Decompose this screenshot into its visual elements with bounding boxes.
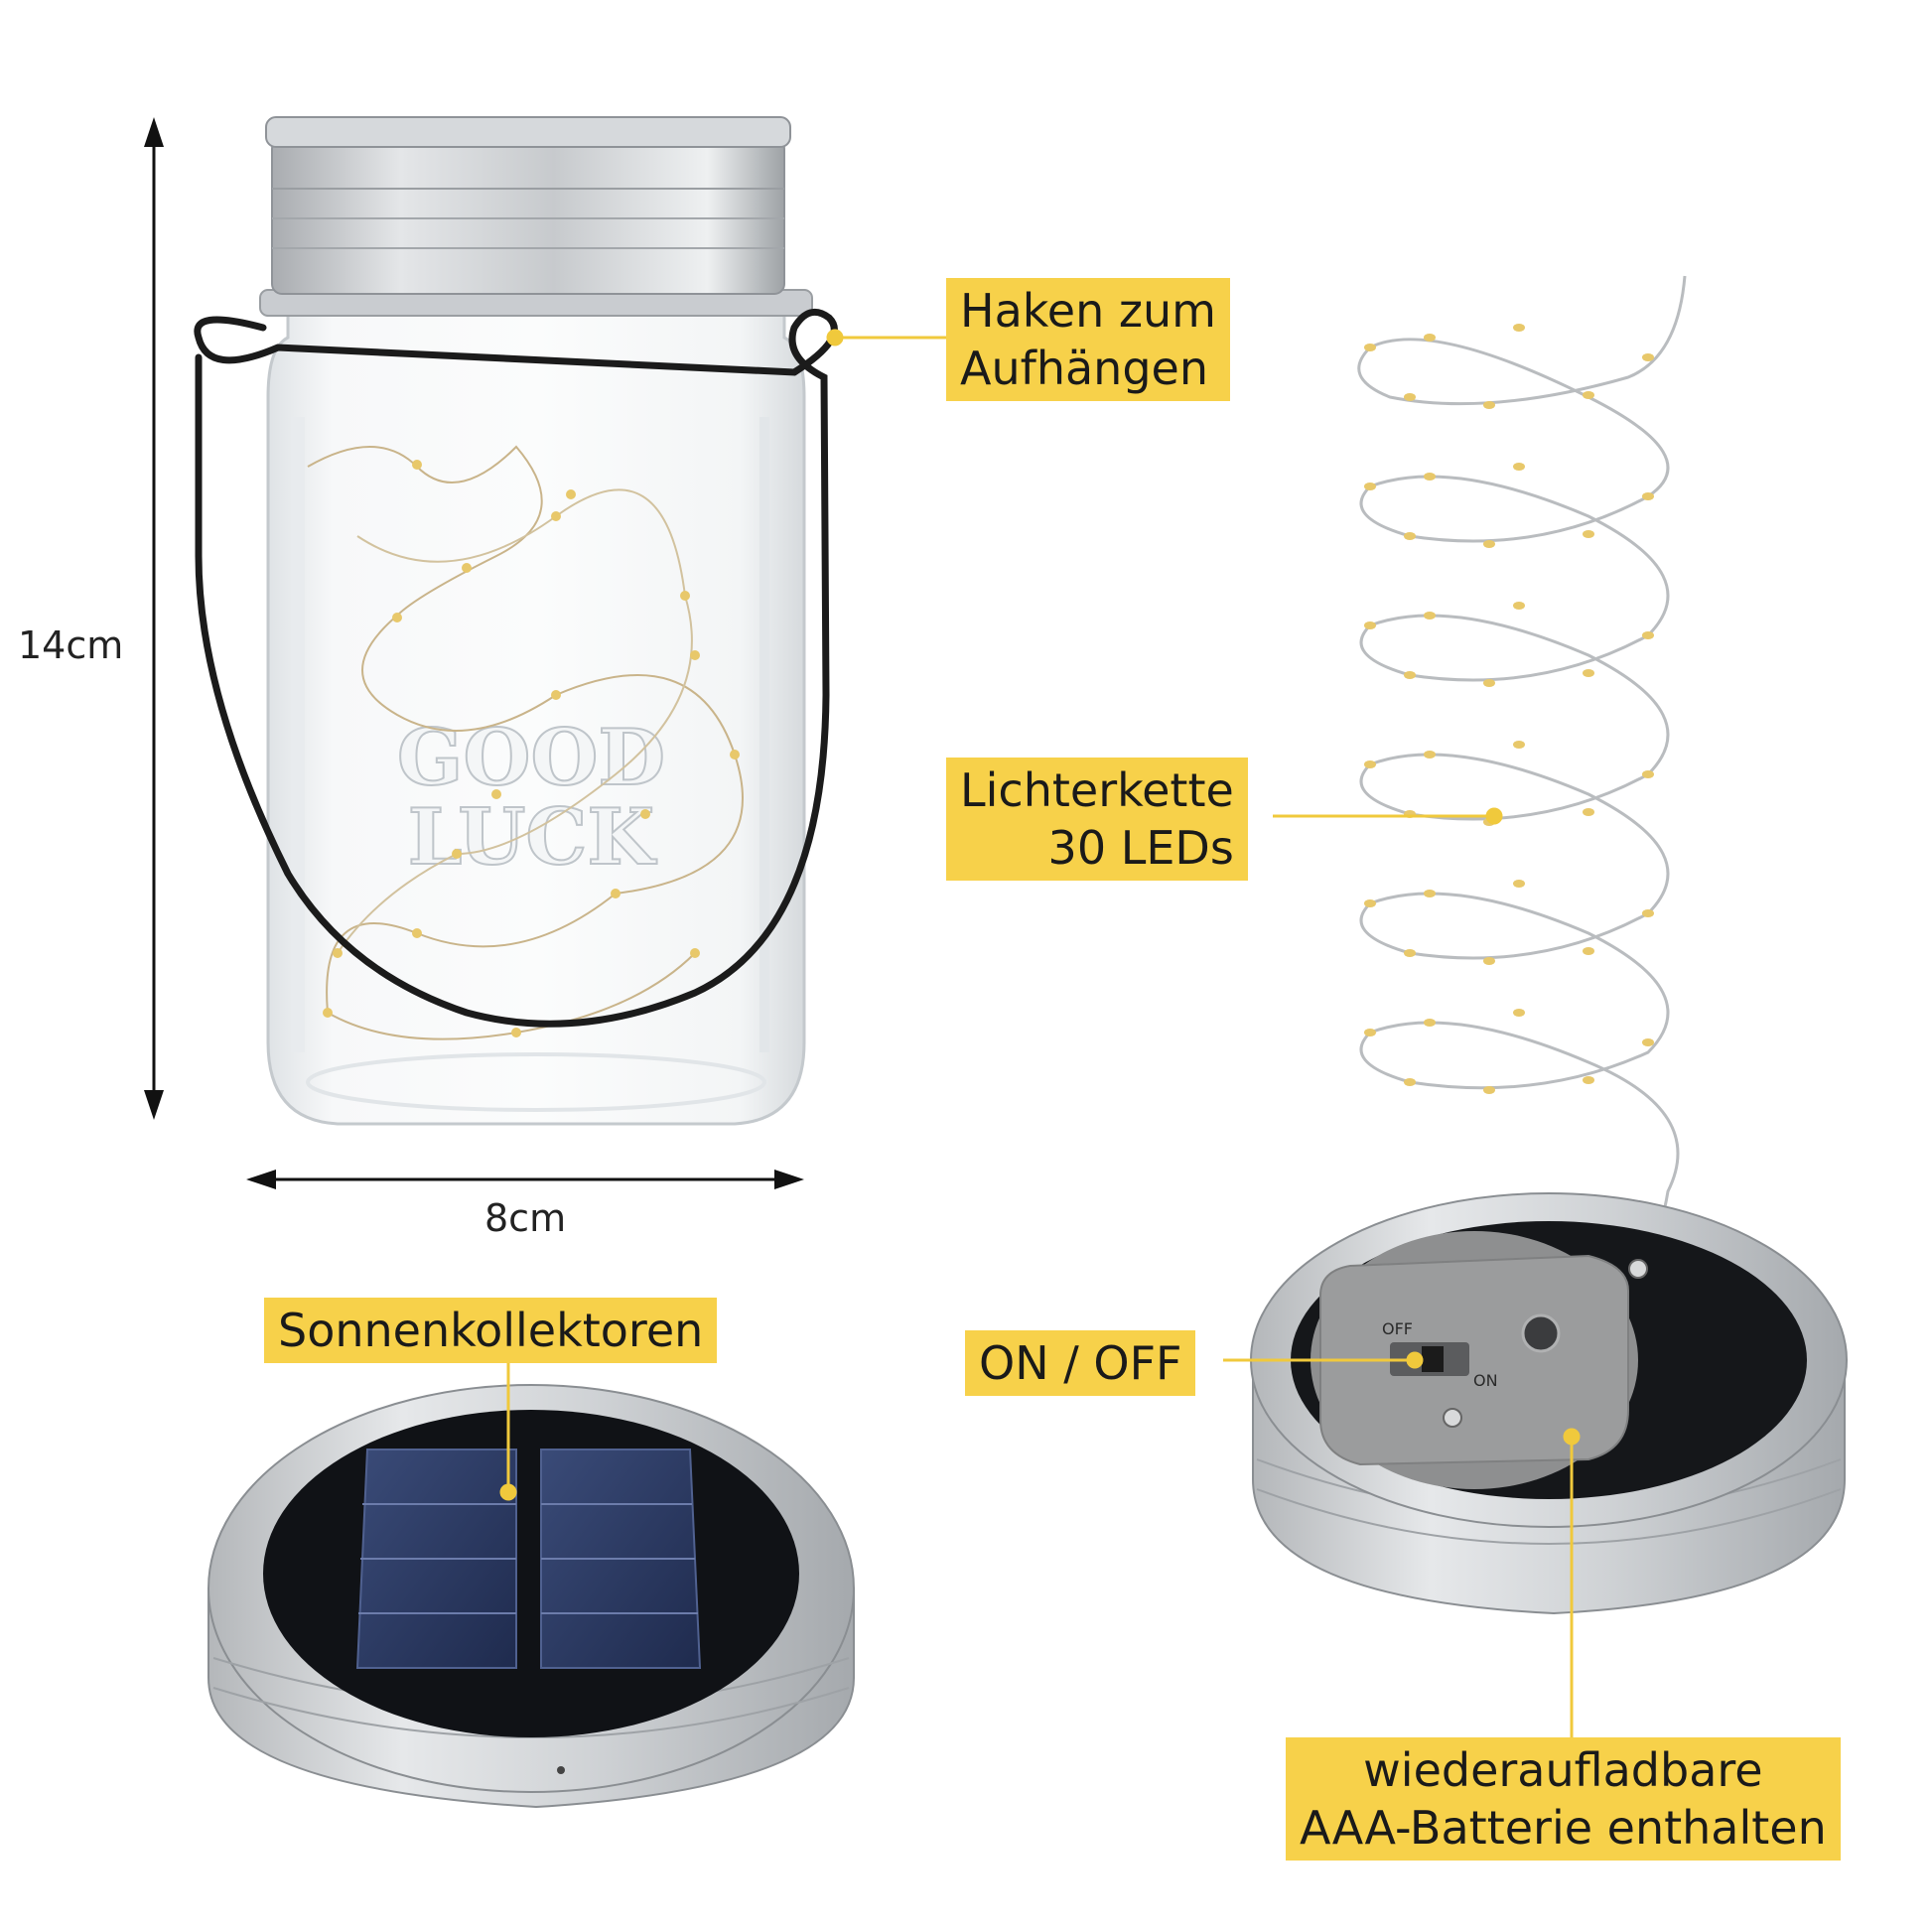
battery-lid: OFF ON	[1250, 1192, 1848, 1615]
led-dot	[1483, 1086, 1495, 1094]
battery-label-line1: wiederaufladbare	[1363, 1743, 1763, 1797]
led-dot	[690, 948, 700, 958]
hook-label-line1: Haken zum	[960, 284, 1216, 338]
solar-label-text: Sonnenkollektoren	[278, 1304, 704, 1357]
led-dot	[1583, 530, 1594, 538]
led-dot	[1424, 612, 1436, 620]
led-dot	[323, 1008, 333, 1018]
led-dot	[1483, 679, 1495, 687]
led-dot	[1513, 463, 1525, 471]
led-dot	[1424, 751, 1436, 759]
led-dot	[1404, 671, 1416, 679]
led-dot	[1483, 401, 1495, 409]
led-dot	[730, 750, 740, 759]
led-dot	[611, 889, 621, 898]
led-dot	[1513, 741, 1525, 749]
width-dimension-label: 8cm	[484, 1196, 567, 1240]
led-dot	[511, 1028, 521, 1037]
solar-lid	[207, 1384, 855, 1809]
jar-embossing-luck: LUCK	[408, 792, 658, 883]
led-dot	[1404, 1078, 1416, 1086]
led-dot	[551, 511, 561, 521]
led-dot	[1364, 483, 1376, 490]
led-dot	[1364, 1029, 1376, 1036]
led-dot	[1424, 890, 1436, 897]
led-dot	[1364, 621, 1376, 629]
led-dot	[1642, 631, 1654, 639]
fairy-light-string	[1357, 275, 1687, 1332]
jar-embossing-good: GOOD	[397, 713, 665, 803]
led-dot	[1483, 540, 1495, 548]
hook-label-line2: Aufhängen	[960, 342, 1208, 395]
led-dot	[333, 948, 343, 958]
height-dimension-label: 14cm	[18, 623, 124, 667]
led-dot	[452, 849, 462, 859]
battery-label-line2: AAA-Batterie enthalten	[1300, 1801, 1827, 1855]
led-dot	[1642, 1038, 1654, 1046]
mason-jar: GOOD LUCK	[194, 116, 838, 1126]
led-dot	[1364, 344, 1376, 351]
string-lights-label-line1: Lichterkette	[960, 763, 1234, 817]
switch-on-marking: ON	[1473, 1371, 1498, 1390]
battery-label: wiederaufladbare AAA-Batterie enthalten	[1286, 1737, 1841, 1861]
led-dot	[412, 928, 422, 938]
hook-label: Haken zum Aufhängen	[946, 278, 1230, 401]
led-dot	[1583, 808, 1594, 816]
string-lights-label: Lichterkette 30 LEDs	[946, 758, 1248, 881]
led-dot	[1424, 1019, 1436, 1027]
jar-leds	[323, 460, 740, 1037]
led-dot	[1583, 947, 1594, 955]
led-dot	[1583, 669, 1594, 677]
led-dot	[412, 460, 422, 470]
spiral-leds	[1364, 324, 1654, 1094]
led-dot	[680, 591, 690, 601]
on-off-switch[interactable]: OFF ON	[1382, 1319, 1498, 1390]
led-dot	[1513, 1009, 1525, 1017]
switch-off-marking: OFF	[1382, 1319, 1413, 1338]
led-dot	[392, 613, 402, 622]
solar-label: Sonnenkollektoren	[264, 1298, 718, 1363]
led-dot	[1424, 334, 1436, 342]
string-lights-label-line2: 30 LEDs	[1047, 821, 1234, 875]
led-dot	[640, 809, 650, 819]
led-dot	[1513, 602, 1525, 610]
led-dot	[462, 563, 472, 573]
led-dot	[491, 789, 501, 799]
height-dimension-arrow	[144, 117, 164, 1120]
led-dot	[1583, 391, 1594, 399]
led-dot	[1424, 473, 1436, 481]
led-dot	[1404, 532, 1416, 540]
led-dot	[1642, 770, 1654, 778]
led-dot	[1364, 899, 1376, 907]
led-dot	[1642, 492, 1654, 500]
led-dot	[566, 489, 576, 499]
led-dot	[1642, 353, 1654, 361]
leader-lines	[499, 329, 1581, 1737]
led-dot	[1583, 1076, 1594, 1084]
led-dot	[690, 650, 700, 660]
switch-label: ON / OFF	[965, 1330, 1196, 1396]
led-dot	[1642, 909, 1654, 917]
led-dot	[1513, 880, 1525, 888]
solar-panel	[355, 1449, 702, 1669]
led-dot	[1404, 393, 1416, 401]
led-dot	[1404, 949, 1416, 957]
led-dot	[1483, 957, 1495, 965]
width-dimension-arrow	[246, 1170, 804, 1189]
led-dot	[1364, 760, 1376, 768]
switch-label-text: ON / OFF	[979, 1336, 1182, 1390]
led-dot	[1513, 324, 1525, 332]
led-dot	[551, 690, 561, 700]
